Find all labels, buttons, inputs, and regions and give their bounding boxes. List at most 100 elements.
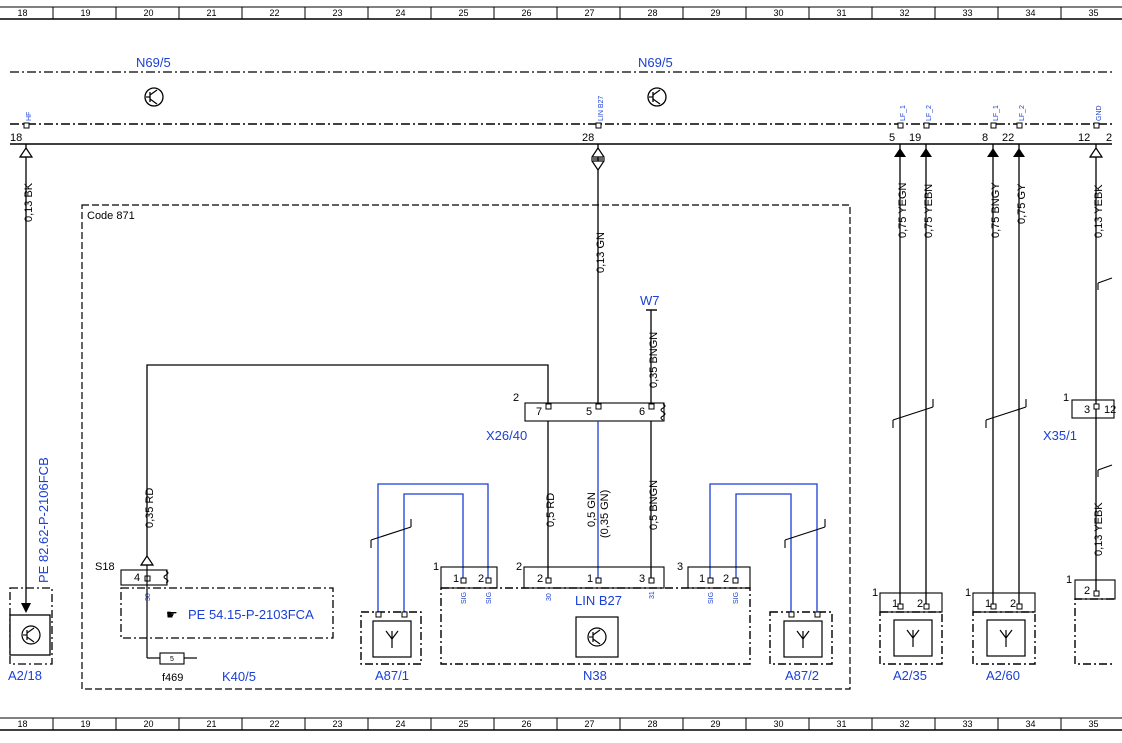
x26-40-label[interactable]: X26/40 [486, 428, 527, 443]
n38-box[interactable] [440, 587, 751, 665]
splice-icon [590, 146, 606, 172]
shield-mark [784, 526, 826, 541]
n69-label-right[interactable]: N69/5 [638, 55, 673, 70]
n38-label[interactable]: N38 [583, 668, 607, 683]
a87-1-label[interactable]: A87/1 [375, 668, 409, 683]
a2-60-label[interactable]: A2/60 [986, 668, 1020, 683]
transistor-icon [144, 87, 164, 107]
ruler-bottom-column-label: 31 [837, 719, 847, 729]
wire-label-bk: 0,13 BK [23, 182, 35, 222]
top-pin-28[interactable]: 28 LIN B27 [582, 96, 605, 144]
wire-label-gn-main: 0,13 GN [595, 232, 607, 273]
n38-connector-3[interactable] [687, 566, 751, 589]
connector-break-icon [660, 403, 666, 421]
top-pin-8[interactable]: 8 LF_1 [982, 105, 1000, 144]
ruler-top-column-label: 31 [837, 8, 847, 18]
wire-label-bngy: 0,75 BNGY [990, 182, 1002, 238]
transistor-icon [21, 625, 41, 645]
top-pin-5[interactable]: 5 LF_1 [889, 105, 907, 144]
n38-g3-pin2: 2 [723, 573, 729, 585]
ruler-top-column-label: 25 [459, 8, 469, 18]
n38-sig-3: SIG [708, 592, 715, 604]
top-pin-12[interactable]: 12 GND [1078, 105, 1103, 144]
ruler-bottom-column-label: 28 [648, 719, 658, 729]
s18-connector[interactable] [120, 569, 168, 586]
ruler-top-column-label: 20 [144, 8, 154, 18]
svg-text:12: 12 [1078, 132, 1090, 144]
a87-2-box[interactable] [769, 611, 833, 665]
x35-1-connector[interactable] [1071, 399, 1115, 419]
wire-label-bngn-05: 0,5 BNGN [648, 480, 660, 530]
wire-label-gn-05: 0,5 GN [586, 492, 598, 527]
a87-1-box[interactable] [360, 611, 422, 665]
ruler-bottom-column-label: 27 [585, 719, 595, 729]
twist-mark [1097, 277, 1113, 284]
s18-label[interactable]: S18 [95, 561, 115, 573]
right-group: 1 [1066, 574, 1072, 586]
a87-2-label[interactable]: A87/2 [785, 668, 819, 683]
n69-label-left[interactable]: N69/5 [136, 55, 171, 70]
n38-group-3: 3 [677, 561, 683, 573]
n38-g1-pin1: 1 [453, 573, 459, 585]
a2-60-group: 1 [965, 587, 971, 599]
ref-a2-18[interactable]: PE 82.62-P-2106FCB [36, 457, 51, 583]
ruler-top-column-label: 34 [1026, 8, 1036, 18]
k40-5-box[interactable] [120, 587, 334, 639]
x26-group: 2 [513, 392, 519, 404]
k40-5-label[interactable]: K40/5 [222, 669, 256, 684]
ruler-bottom-column-label: 26 [522, 719, 532, 729]
wire-label-gy: 0,75 GY [1016, 183, 1028, 224]
wire-sig-a87-1-outer[interactable] [377, 483, 489, 612]
n38-connector-2[interactable] [523, 566, 665, 589]
n38-pin-31: 31 [649, 591, 656, 599]
wire-label-yebk-bottom: 0,13 YEBK [1093, 502, 1105, 556]
ruler-top-column-label: 21 [207, 8, 217, 18]
a2-60-connector[interactable] [972, 592, 1036, 613]
ref-k40-5[interactable]: PE 54.15-P-2103FCA [188, 607, 314, 622]
wire-sig-a87-2-outer[interactable] [709, 483, 818, 612]
wire-sig-a87-1-inner[interactable] [403, 493, 464, 612]
a2-35-label[interactable]: A2/35 [893, 668, 927, 683]
ruler-top-column-label: 33 [963, 8, 973, 18]
ruler-top-column-label: 19 [81, 8, 91, 18]
a2-35-connector[interactable] [879, 592, 943, 613]
top-pin-18[interactable]: 18 HF [10, 112, 33, 144]
pointer-hand-icon: ☛ [166, 607, 178, 622]
f469-label[interactable]: f469 [162, 672, 183, 684]
svg-text:18: 18 [10, 132, 22, 144]
a2-35-box[interactable] [879, 611, 943, 665]
a2-60-box[interactable] [972, 611, 1036, 665]
svg-text:LF_1: LF_1 [900, 105, 907, 121]
top-pin-19[interactable]: 19 LF_2 [909, 105, 933, 144]
x26-pin-6: 6 [639, 406, 645, 418]
arrow-up-icon [18, 146, 34, 158]
wire-label-yebn: 0,75 YEBN [923, 184, 935, 238]
ruler-bottom-column-label: 19 [81, 719, 91, 729]
x35-group: 1 [1063, 392, 1069, 404]
ruler-top-column-label: 23 [333, 8, 343, 18]
a2-18-label[interactable]: A2/18 [8, 668, 42, 683]
a2-35-pin2: 2 [917, 598, 923, 610]
svg-text:LF_2: LF_2 [926, 105, 933, 121]
antenna-icon [906, 629, 920, 647]
right-module-box[interactable] [1074, 598, 1114, 665]
top-pin-2[interactable]: 2 [1106, 132, 1112, 144]
n38-g2-pin1: 1 [587, 573, 593, 585]
a2-60-pin2: 2 [1010, 598, 1016, 610]
ruler-bottom-column-label: 32 [900, 719, 910, 729]
ground-w7-label[interactable]: W7 [640, 293, 660, 308]
ruler-bottom-column-label: 24 [396, 719, 406, 729]
top-pin-22[interactable]: 22 LF_2 [1002, 105, 1026, 144]
arrow-up-icon [987, 148, 999, 157]
connector-break-icon [163, 570, 169, 584]
wire-rd-035[interactable] [146, 364, 549, 556]
wire-sig-a87-2-inner[interactable] [735, 493, 792, 612]
svg-text:19: 19 [909, 132, 921, 144]
x26-pin-7: 7 [536, 406, 542, 418]
x35-pin-12: 12 [1104, 404, 1116, 416]
ruler-bottom-column-label: 21 [207, 719, 217, 729]
ruler-top-column-label: 22 [270, 8, 280, 18]
x35-1-label[interactable]: X35/1 [1043, 428, 1077, 443]
